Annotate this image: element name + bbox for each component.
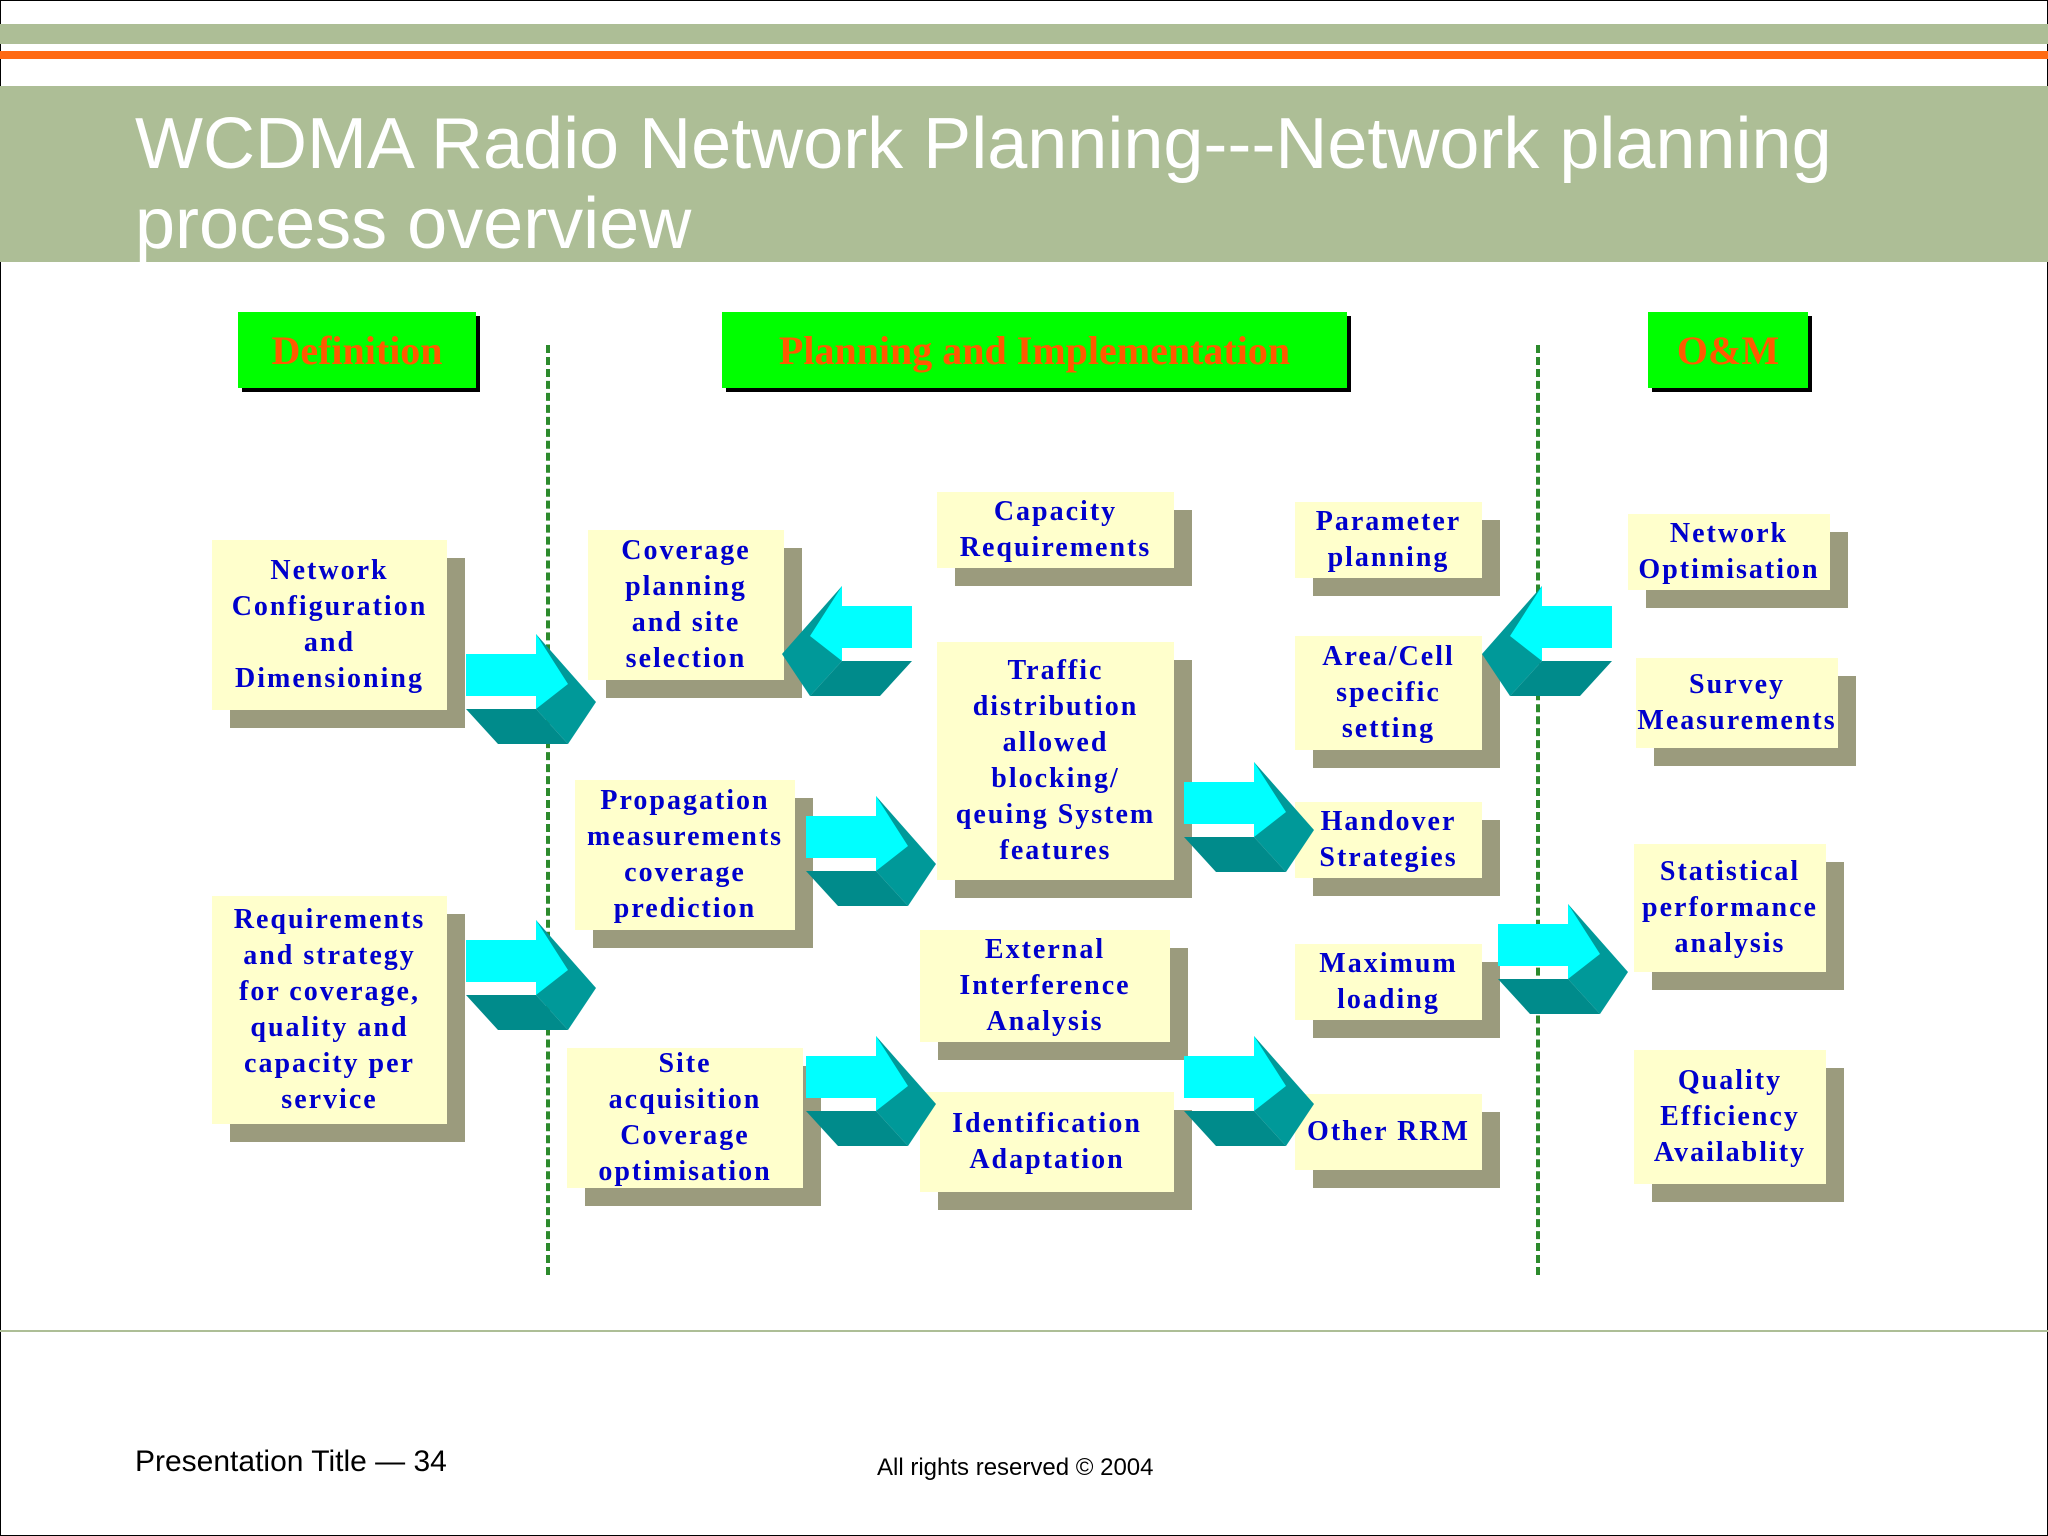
block-arrow-right-icon [1498, 904, 1628, 1014]
box-other-rrm: Other RRM [1295, 1094, 1482, 1170]
divider-left [546, 345, 550, 1275]
box-quality-efficiency: Quality Efficiency Availablity [1634, 1050, 1826, 1184]
box-handover-strategies: Handover Strategies [1295, 802, 1482, 878]
box-area-cell-setting: Area/Cell specific setting [1295, 636, 1482, 750]
header-definition: Definition [238, 312, 476, 388]
box-coverage-planning: Coverage planning and site selection [588, 530, 784, 680]
box-capacity-requirements: Capacity Requirements [937, 492, 1174, 568]
block-arrow-right-icon [806, 1036, 936, 1146]
box-identification-adaptation: Identification Adaptation [920, 1092, 1174, 1192]
block-arrow-left-icon [1482, 586, 1612, 696]
box-external-interference: External Interference Analysis [920, 930, 1170, 1042]
header-om: O&M [1648, 312, 1808, 388]
box-traffic-distribution: Traffic distribution allowed blocking/ q… [937, 642, 1174, 880]
footer-presentation-title: Presentation Title — 34 [135, 1445, 447, 1478]
footer-divider [0, 1330, 2048, 1332]
top-stripe-orange [0, 51, 2048, 59]
box-parameter-planning: Parameter planning [1295, 502, 1482, 578]
box-propagation: Propagation measurements coverage predic… [575, 780, 795, 930]
block-arrow-right-icon [806, 796, 936, 906]
box-network-configuration: Network Configuration and Dimensioning [212, 540, 447, 710]
box-requirements-strategy: Requirements and strategy for coverage, … [212, 896, 447, 1124]
box-statistical-performance: Statistical performance analysis [1634, 844, 1826, 972]
divider-right [1536, 345, 1540, 1275]
title-band [0, 86, 2048, 262]
block-arrow-right-icon [1184, 1036, 1314, 1146]
block-arrow-right-icon [1184, 762, 1314, 872]
footer-copyright: All rights reserved © 2004 [877, 1454, 1154, 1481]
header-planning: Planning and Implementation [722, 312, 1347, 388]
slide-title: WCDMA Radio Network Planning---Network p… [135, 104, 1832, 264]
box-site-acquisition: Site acquisition Coverage optimisation [567, 1048, 803, 1188]
top-stripe-green [0, 24, 2048, 44]
block-arrow-right-icon [466, 634, 596, 744]
block-arrow-right-icon [466, 920, 596, 1030]
box-network-optimisation: Network Optimisation [1628, 514, 1830, 590]
block-arrow-left-icon [782, 586, 912, 696]
box-survey-measurements: Survey Measurements [1636, 658, 1838, 748]
box-maximum-loading: Maximum loading [1295, 944, 1482, 1020]
